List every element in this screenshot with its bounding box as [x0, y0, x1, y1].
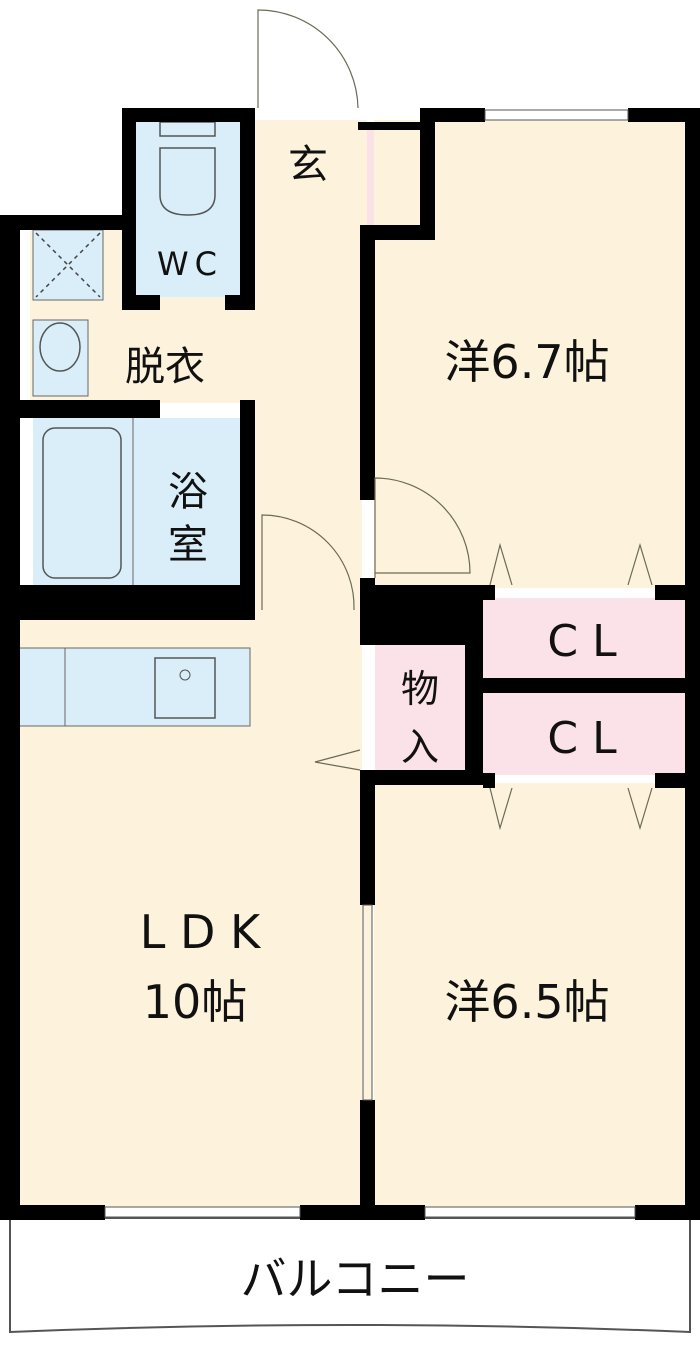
washing-machine-x	[35, 232, 101, 298]
label-entrance: 玄	[288, 142, 328, 188]
closet-2	[483, 693, 687, 775]
washing-machine-space	[32, 229, 104, 301]
label-ldk: L D K	[140, 905, 262, 959]
western-room-2-floor	[374, 783, 687, 1208]
label-dressing: 脱衣	[125, 344, 205, 390]
kitchen-sink	[154, 657, 216, 719]
hall-door	[261, 514, 355, 611]
storage-space	[375, 645, 465, 770]
bathtub	[42, 427, 122, 579]
door-swings	[257, 9, 653, 831]
label-western-room-1: 洋6.7帖	[444, 335, 609, 389]
label-wc: WC	[157, 245, 223, 283]
walls	[0, 108, 700, 1220]
storage-door	[314, 749, 361, 771]
balcony	[9, 1217, 691, 1334]
label-ldk-size: 10帖	[143, 975, 248, 1029]
label-balcony: バルコニー	[240, 1252, 469, 1306]
label-bath-2: 室	[168, 522, 208, 568]
label-bath-1: 浴	[168, 469, 208, 515]
entrance-floor	[255, 120, 367, 230]
entrance-door	[257, 9, 359, 109]
label-western-room-2: 洋6.5帖	[444, 975, 609, 1029]
windows	[104, 109, 636, 1218]
label-closet-2: C L	[547, 713, 617, 764]
sink-bowl	[39, 322, 81, 372]
label-storage-1: 物	[401, 667, 439, 711]
kitchen-counter	[17, 647, 251, 727]
hallway-floor	[255, 228, 362, 620]
room1-door	[374, 477, 471, 578]
toilet-bowl	[159, 147, 216, 216]
label-storage-2: 入	[401, 725, 439, 769]
label-closet-1: C L	[547, 616, 617, 667]
closet-1	[483, 598, 687, 678]
wc-floor	[136, 122, 240, 297]
washbasin	[32, 319, 89, 397]
